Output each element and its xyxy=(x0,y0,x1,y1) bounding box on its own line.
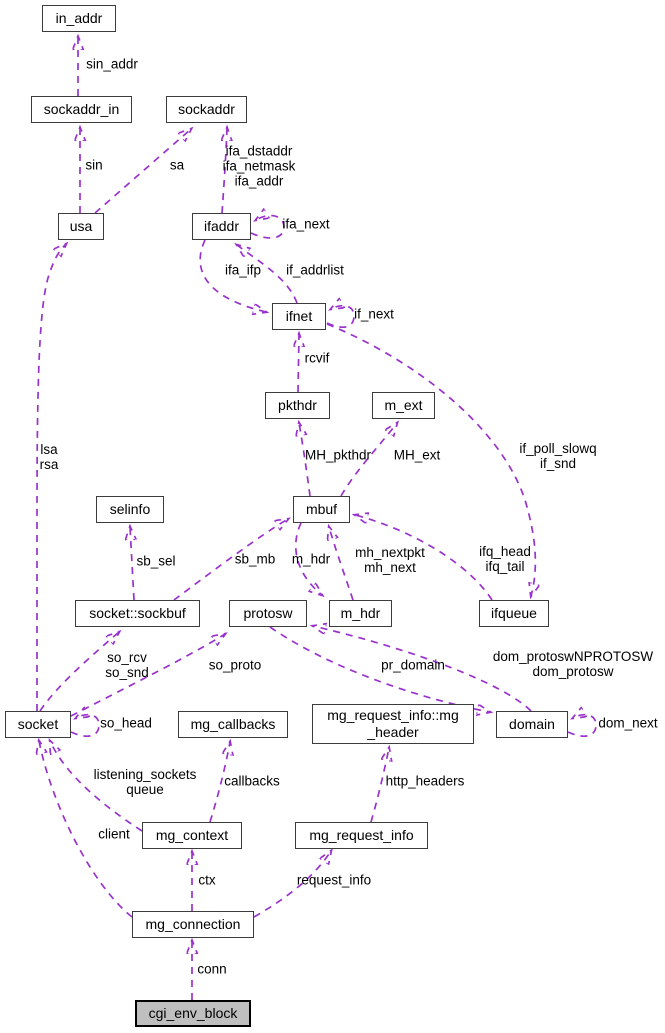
node-ifqueue[interactable]: ifqueue xyxy=(479,600,549,627)
node-ifaddr[interactable]: ifaddr xyxy=(192,213,251,240)
edge-m-hdr xyxy=(294,522,322,595)
edge-rcvif xyxy=(298,334,299,393)
edge-if-next xyxy=(327,306,355,329)
edge-mh-ext xyxy=(340,423,397,497)
node-mg_connection[interactable]: mg_connection xyxy=(132,911,254,938)
edge-sa xyxy=(94,129,191,214)
edge-so-head xyxy=(71,715,100,738)
node-m_hdr[interactable]: m_hdr xyxy=(329,600,392,627)
node-domain[interactable]: domain xyxy=(496,711,568,738)
node-in_addr[interactable]: in_addr xyxy=(42,5,116,32)
edge-mh-pkthdr xyxy=(299,423,310,497)
edge-if-snd xyxy=(326,323,535,596)
node-sockaddr_in[interactable]: sockaddr_in xyxy=(31,96,132,123)
node-mbuf[interactable]: mbuf xyxy=(293,496,350,523)
edge-ifa-ifp xyxy=(199,239,266,312)
edge-if-addrlist xyxy=(237,245,298,304)
node-mg_context[interactable]: mg_context xyxy=(142,822,242,849)
node-protosw[interactable]: protosw xyxy=(229,600,307,627)
edge-ifa-next xyxy=(251,216,285,239)
node-socket[interactable]: socket xyxy=(5,711,71,738)
node-sockaddr[interactable]: sockaddr xyxy=(166,96,247,123)
edge-sb-mb xyxy=(173,519,288,601)
edge-dom-protosw xyxy=(313,626,532,712)
node-pkthdr[interactable]: pkthdr xyxy=(265,392,330,419)
edge-dom-next xyxy=(568,715,597,738)
edge-http-headers xyxy=(370,748,389,823)
node-mg_header[interactable]: mg_request_info::mg _header xyxy=(312,704,474,744)
node-mg_callbacks[interactable]: mg_callbacks xyxy=(178,711,288,738)
edge-ifq-head xyxy=(355,515,493,601)
node-selinfo[interactable]: selinfo xyxy=(96,496,164,523)
edge-so-rcv xyxy=(39,632,119,712)
node-ifnet[interactable]: ifnet xyxy=(272,303,326,330)
edge-mh-next xyxy=(329,527,354,601)
node-m_ext[interactable]: m_ext xyxy=(372,392,435,419)
edge-lsa-rsa xyxy=(36,244,66,711)
edge-listening xyxy=(50,741,143,832)
edge-pr-domain xyxy=(269,626,490,712)
node-mg_request_info[interactable]: mg_request_info xyxy=(295,822,428,849)
edge-sb-sel xyxy=(130,527,134,601)
node-cgi_env_block: cgi_env_block xyxy=(135,1000,251,1027)
edge-ifa-addr xyxy=(222,128,227,214)
edge-so-proto xyxy=(70,634,225,717)
node-sockbuf[interactable]: socket::sockbuf xyxy=(75,600,200,627)
edge-callbacks xyxy=(209,742,230,823)
edge-client xyxy=(39,741,133,918)
edge-request-info xyxy=(253,851,331,918)
node-usa[interactable]: usa xyxy=(58,213,104,240)
